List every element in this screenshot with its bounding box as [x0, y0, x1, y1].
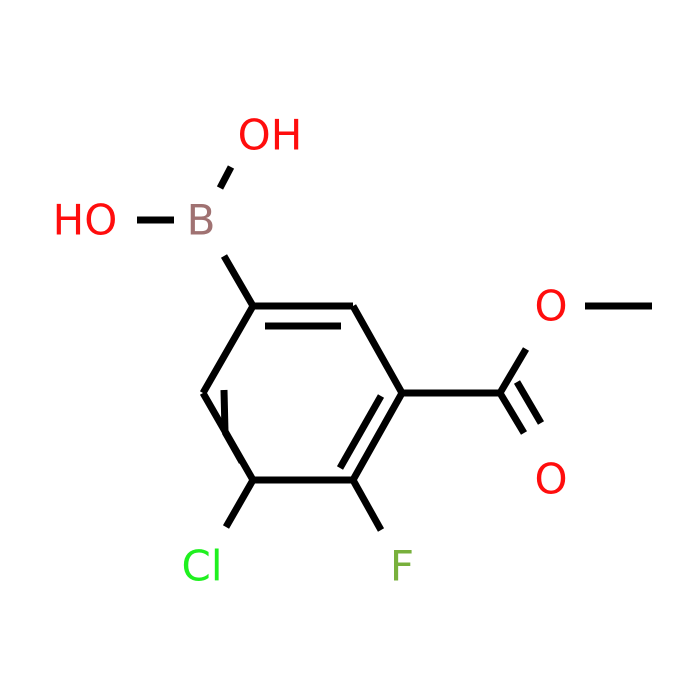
bond-ring-boron [220, 254, 257, 308]
ring-bond-c2-c3 [349, 304, 406, 395]
bond-carbonyl-carbon-ester-o [496, 347, 530, 395]
boron-label: B [187, 196, 216, 245]
hydroxyl-oh-top-label: OH [238, 111, 303, 160]
bond-carbonyl-double-b [513, 380, 545, 425]
bond-boron-oh-top [216, 165, 235, 190]
bond-carbonyl-double-a [496, 391, 528, 435]
ring-bond-c3-c4-inner [336, 394, 385, 470]
bond-ring-fluorine [349, 478, 385, 532]
chlorine-label: Cl [182, 542, 223, 591]
ester-oxygen-label: O [534, 282, 567, 331]
ring-bond-c5-c6-inner [221, 430, 246, 464]
bond-ring-chlorine [222, 478, 257, 529]
hydroxyl-ho-left-label: HO [53, 196, 118, 245]
ring-bond-c3-c4 [349, 391, 406, 482]
ring-bond-c5-c6-inner-b [220, 389, 229, 433]
fluorine-label: F [390, 542, 414, 591]
carbonyl-oxygen-label: O [534, 455, 567, 504]
ring-bond-c6-c1 [199, 304, 257, 395]
